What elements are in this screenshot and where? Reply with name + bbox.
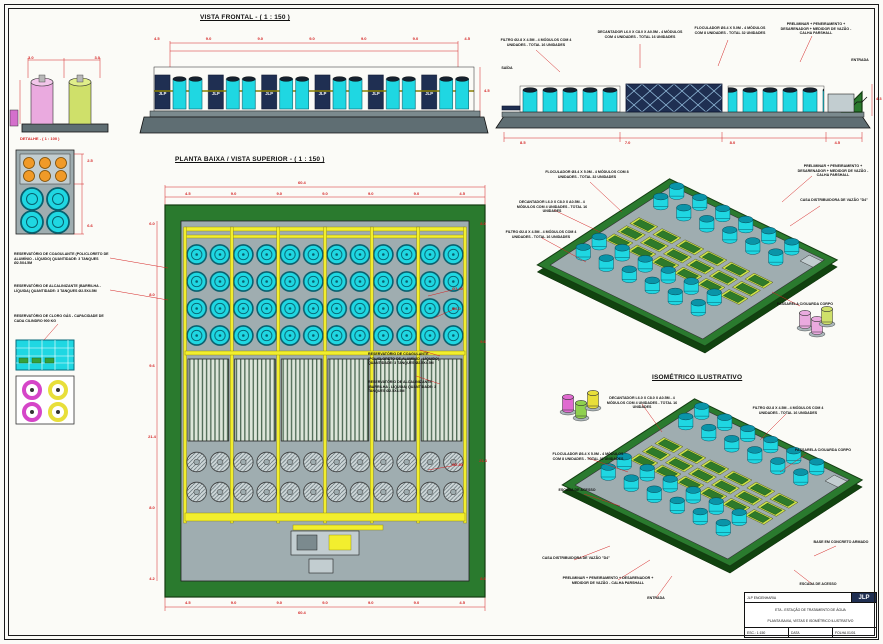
- note-alcalinizante: RESERVATÓRIO DE ALCALINIZANTE (BARRILHA …: [14, 284, 101, 293]
- plan-dim-overall-top: 60.4: [298, 180, 306, 185]
- iso1-note-floculador: FLOCULADOR Ø3.4 X 5.0M - 4 MÓDULOS COM 8…: [545, 170, 629, 179]
- plan-dim-overall-bottom: 60.4: [298, 610, 306, 615]
- front-tank-row: [153, 66, 475, 112]
- pump-units: [22, 380, 68, 422]
- title-block-sheet: FOLHA 01/01: [835, 630, 856, 635]
- plan-decanters: [185, 357, 465, 443]
- title-block: JLP ENGENHARIA JLP ETA - ESTAÇÃO DE TRAT…: [744, 592, 877, 638]
- side-outlet-pipe: [501, 105, 521, 111]
- plan-note-alcalinizante: RESERVATÓRIO DE ALCALINIZANTE (BARRILHA …: [368, 380, 437, 394]
- title-block-sheet-title: PLANTA BAIXA, VISTAS E ISOMÉTRICO ILUSTR…: [767, 618, 854, 623]
- iso1-note-passarela: PASSARELA C/GUARDA CORPO: [776, 302, 834, 306]
- plan-callout-filt: Ø2.80: [452, 462, 463, 467]
- iso2-note-filtro: FILTRO Ø2.8 X 4.5M - 4 MÓDULOS COM 4 UNI…: [752, 406, 824, 415]
- side-note-preliminar: PRELIMINAR + PENEIRAMENTO + DESARENADOR …: [780, 22, 852, 36]
- title-block-company: JLP ENGENHARIA: [745, 593, 852, 602]
- side-note-floculador: FLOCULADOR Ø3.4 X 5.0M - 4 MÓDULOS COM 8…: [694, 26, 766, 35]
- iso2-note-base: BASE EM CONCRETO ARMADO: [813, 540, 869, 544]
- detail-base: [21, 123, 109, 133]
- iso2-label-entrada: ENTRADA: [647, 596, 665, 600]
- note-cloro: RESERVATÓRIO DE CLORO GÁS - CAPACIDADE D…: [14, 314, 104, 323]
- note-coagulante: RESERVATÓRIO DE COAGULANTE (POLICLORETO …: [14, 252, 109, 266]
- side-filter-row: [727, 85, 825, 113]
- plan-note-coagulante: RESERVATÓRIO DE COAGULANTE (POLICLORETO …: [368, 352, 440, 366]
- title-block-scale: ESC.: 1:150: [745, 628, 789, 637]
- side-flow-house: [827, 93, 855, 113]
- title-block-project: ETA - ESTAÇÃO DE TRATAMENTO DE ÁGUA: [775, 607, 846, 612]
- title-block-logo: JLP: [852, 593, 876, 602]
- side-label-saida: SAÍDA: [501, 66, 513, 70]
- alkalizer-tank: [68, 81, 92, 125]
- coagulant-tank: [30, 81, 54, 125]
- iso2-note-escada-1: ESCADA DE ACESSO: [558, 488, 596, 492]
- plan-flow-house: [290, 530, 360, 574]
- iso2-note-casa: CASA DISTRIBUIDORA DE VAZÃO "D4": [542, 556, 610, 560]
- front-deck: [149, 110, 481, 118]
- isometric-view-2: [559, 390, 864, 574]
- iso2-note-escada-2: ESCADA DE ACESSO: [799, 582, 837, 586]
- side-flocculator-row: [519, 85, 621, 113]
- front-base-platform: [139, 116, 489, 134]
- side-elevation-drawing: [495, 83, 873, 142]
- chemical-tanks-plan: [20, 187, 70, 234]
- iso1-note-preliminar: PRELIMINAR + PENEIRAMENTO + DESARENADOR …: [797, 164, 869, 178]
- front-dim-lines: [169, 41, 481, 117]
- iso1-note-decantador: DECANTADOR L6.0 X C8.0 X A0.5M - 4 MÓDUL…: [516, 200, 588, 214]
- side-base-platform: [495, 115, 871, 129]
- plan-main-pipe: [184, 512, 466, 522]
- front-dim-right: 4.5: [484, 88, 490, 93]
- side-dim-right: 4.3: [876, 96, 882, 101]
- side-note-filtro: FILTRO Ø2.8 X 4.5M - 4 MÓDULOS COM 4 UNI…: [500, 38, 572, 47]
- iso1-note-casa: CASA DISTRIBUIDORA DE VAZÃO "D4": [800, 198, 868, 202]
- isometric-view-1: [536, 178, 839, 354]
- side-decanter-module: [625, 83, 723, 113]
- iso2-note-passarela: PASSARELA C/GUARDA CORPO: [794, 448, 852, 452]
- side-label-entrada: ENTRADA: [851, 58, 869, 62]
- dosing-room-detail: [15, 339, 75, 425]
- detail-a-label: DETALHE - ( 1 : 100 ): [20, 136, 60, 141]
- chemical-tanks-elevation: [9, 58, 109, 133]
- title-block-date: DATA: [789, 628, 833, 637]
- front-elevation-drawing: JLP: [139, 41, 489, 134]
- plan-view-title: PLANTA BAIXA / VISTA SUPERIOR - ( 1 : 15…: [175, 156, 325, 163]
- plan-view-drawing: [156, 185, 486, 611]
- chemical-building-plan: [15, 149, 84, 235]
- dosing-unit: [9, 109, 19, 127]
- side-dim-lines: [503, 84, 873, 142]
- front-view-title: VISTA FRONTAL - ( 1 : 150 ): [200, 14, 291, 21]
- iso1-note-filtro: FILTRO Ø2.8 X 4.5M - 4 MÓDULOS COM 4 UNI…: [505, 230, 577, 239]
- plan-callout-floc: Ø3.40: [452, 286, 463, 291]
- plan-callout-dec: Ø6.0: [452, 306, 461, 311]
- iso2-note-preliminar: PRELIMINAR + PENEIRAMENTO + DESARENADOR …: [562, 576, 654, 585]
- iso2-note-floculador: FLOCULADOR Ø3.4 X 5.0M - 4 MÓDULOS COM 8…: [552, 452, 624, 461]
- plan-filters: [185, 447, 465, 507]
- iso2-note-decantador: DECANTADOR L6.0 X C8.0 X A0.5M - 4 MÓDUL…: [606, 396, 678, 410]
- iso-view-title: ISOMÉTRICO ILUSTRATIVO: [652, 374, 743, 381]
- chlorine-cylinders: [23, 157, 67, 182]
- side-note-decantador: DECANTADOR L6.0 X C8.0 X A0.5M - 4 MÓDUL…: [597, 30, 683, 39]
